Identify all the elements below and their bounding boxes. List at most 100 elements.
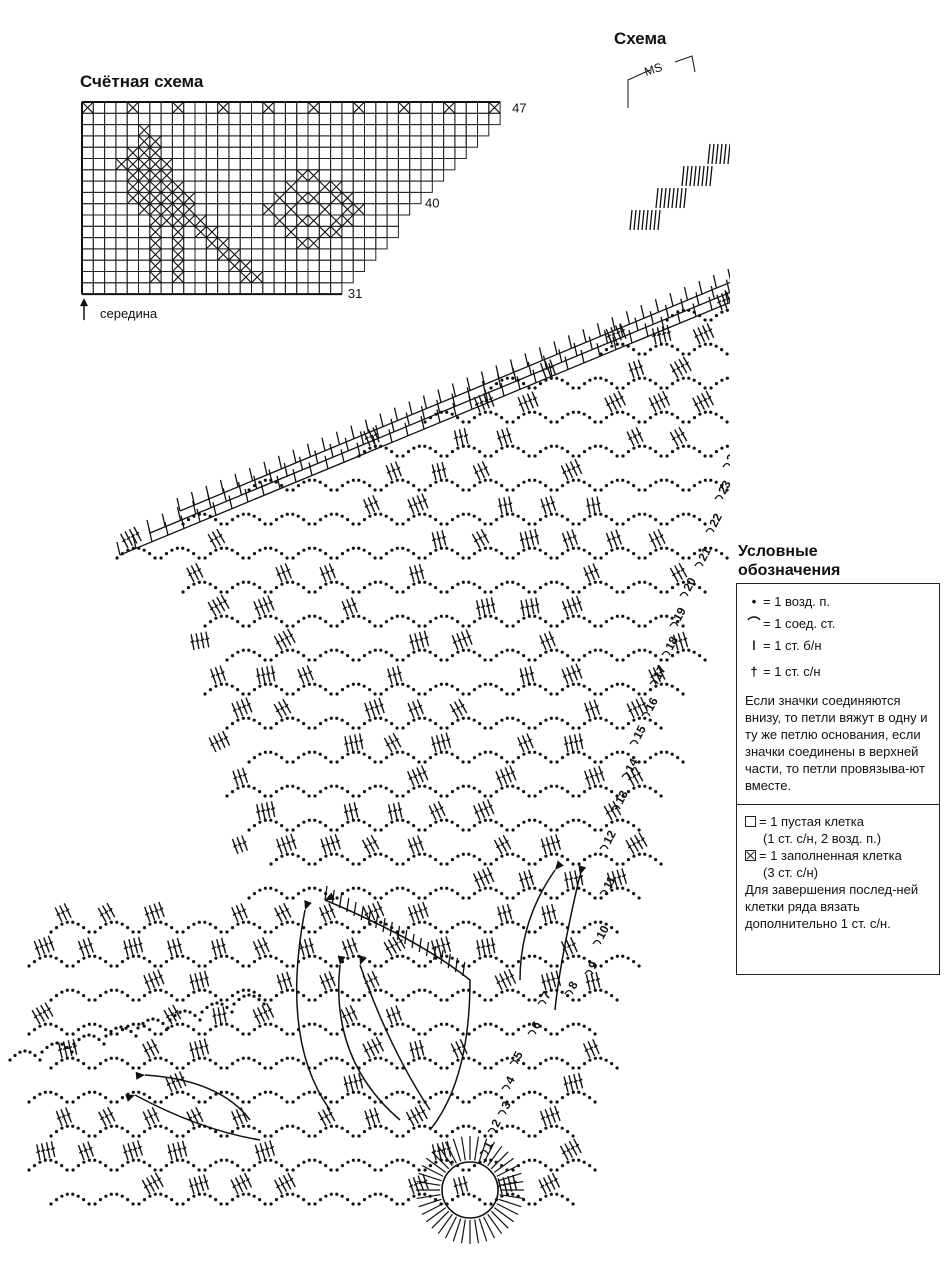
chain-dot <box>549 1124 553 1128</box>
stitch-crossbar <box>83 944 88 949</box>
stitch-crossbar <box>703 330 708 334</box>
filled-grid-cell <box>160 169 173 182</box>
chain-dot <box>615 726 619 730</box>
chain-dot <box>467 488 471 492</box>
chain-dot <box>71 1168 75 1172</box>
chain-dot <box>175 1134 179 1138</box>
chain-dot <box>461 692 465 696</box>
chain-dot <box>538 654 543 658</box>
chain-dot <box>555 556 559 560</box>
chain-dot <box>412 854 416 858</box>
chain-dot <box>560 552 565 556</box>
chain-dot <box>665 478 669 482</box>
shell-stitch <box>719 143 723 165</box>
filled-grid-cell <box>285 203 298 216</box>
stitch-crossbar <box>144 1116 149 1121</box>
stitch-crossbar <box>418 1180 423 1185</box>
grid-cell <box>420 180 433 193</box>
chain-dot <box>236 688 240 692</box>
chain-dot <box>494 616 498 620</box>
chain-dot <box>472 1096 477 1100</box>
chain-dot <box>654 586 658 590</box>
chain-dot <box>527 1202 531 1206</box>
chain-dot <box>362 586 367 590</box>
chain-dot <box>544 446 548 450</box>
boundary-stitch <box>692 303 697 317</box>
filled-grid-cell <box>285 180 298 193</box>
chain-dot <box>247 556 251 560</box>
stitch-cluster <box>625 832 648 855</box>
chain-dot <box>296 892 301 896</box>
chain-dot <box>549 1168 553 1172</box>
chain-dot <box>120 990 124 994</box>
stitch-crossbar <box>286 568 291 573</box>
chain-dot <box>104 1028 108 1032</box>
chain-dot <box>291 716 295 720</box>
chain-dot <box>23 1049 27 1053</box>
chain-dot <box>274 888 278 892</box>
chain-dot <box>566 450 570 454</box>
chain-dot <box>324 650 328 654</box>
chain-dot <box>549 828 553 832</box>
stitch-cluster <box>541 970 562 991</box>
stitch-crossbar <box>497 912 502 916</box>
stitch-crossbar <box>261 809 266 813</box>
chain-dot <box>210 1002 214 1006</box>
chain-dot <box>659 478 663 482</box>
boundary-stitch <box>619 323 624 338</box>
chain-dot <box>104 1058 108 1062</box>
filled-grid-cell <box>172 248 185 261</box>
chain-dot <box>351 1202 355 1206</box>
chain-dot <box>313 1202 317 1206</box>
chain-dot <box>588 824 592 828</box>
stitch-crossbar <box>128 944 133 949</box>
chain-dot <box>522 1024 526 1028</box>
chain-dot <box>142 1062 147 1066</box>
chain-dot <box>164 1194 168 1198</box>
chain-dot <box>368 484 372 488</box>
chain-dot <box>538 518 543 522</box>
stitch-crossbar <box>182 1146 187 1150</box>
filled-grid-cell <box>160 214 173 227</box>
empty-cell-icon <box>745 816 756 827</box>
stitch-crossbar <box>232 1116 237 1120</box>
chain-dot <box>302 518 306 522</box>
filled-grid-cell <box>296 214 309 227</box>
chain-dot <box>49 1202 53 1206</box>
legend-empty-cell: = 1 пустая клетка <box>745 813 931 830</box>
chain-dot <box>489 658 493 662</box>
stitch-crossbar <box>599 771 604 775</box>
boundary-stitch <box>532 369 537 383</box>
chain-dot <box>643 352 647 356</box>
chain-dot <box>456 1058 460 1062</box>
chain-dot <box>236 650 240 654</box>
chain-dot <box>610 518 614 522</box>
chain-dot <box>450 412 454 416</box>
stitch-crossbar <box>48 940 54 945</box>
chain-dot <box>318 820 322 824</box>
chain-dot <box>637 352 641 356</box>
stitch-crossbar <box>379 703 384 707</box>
filled-grid-cell <box>126 192 139 205</box>
chain-dot <box>252 1164 257 1168</box>
slip-stitch-mark <box>611 804 621 810</box>
chain-dot <box>120 1096 125 1100</box>
chain-dot <box>621 818 625 822</box>
filled-grid-cell <box>172 259 185 272</box>
chain-dot <box>285 716 289 720</box>
stitch-crossbar <box>343 1082 349 1086</box>
chain-dot <box>164 990 168 994</box>
chain-dot <box>115 1192 119 1196</box>
chain-dot <box>247 488 251 492</box>
motif-stitch <box>462 961 466 977</box>
chain-dot <box>560 990 564 994</box>
chain-dot <box>379 716 383 720</box>
stitch-crossbar <box>541 504 546 508</box>
filled-grid-cell <box>172 214 185 227</box>
chain-dot <box>82 1092 86 1096</box>
chain-dot <box>434 450 438 454</box>
leaf-outline <box>144 1074 251 1121</box>
chain-dot <box>439 682 443 686</box>
chain-dot <box>511 1124 515 1128</box>
stitch-cluster <box>407 765 429 787</box>
